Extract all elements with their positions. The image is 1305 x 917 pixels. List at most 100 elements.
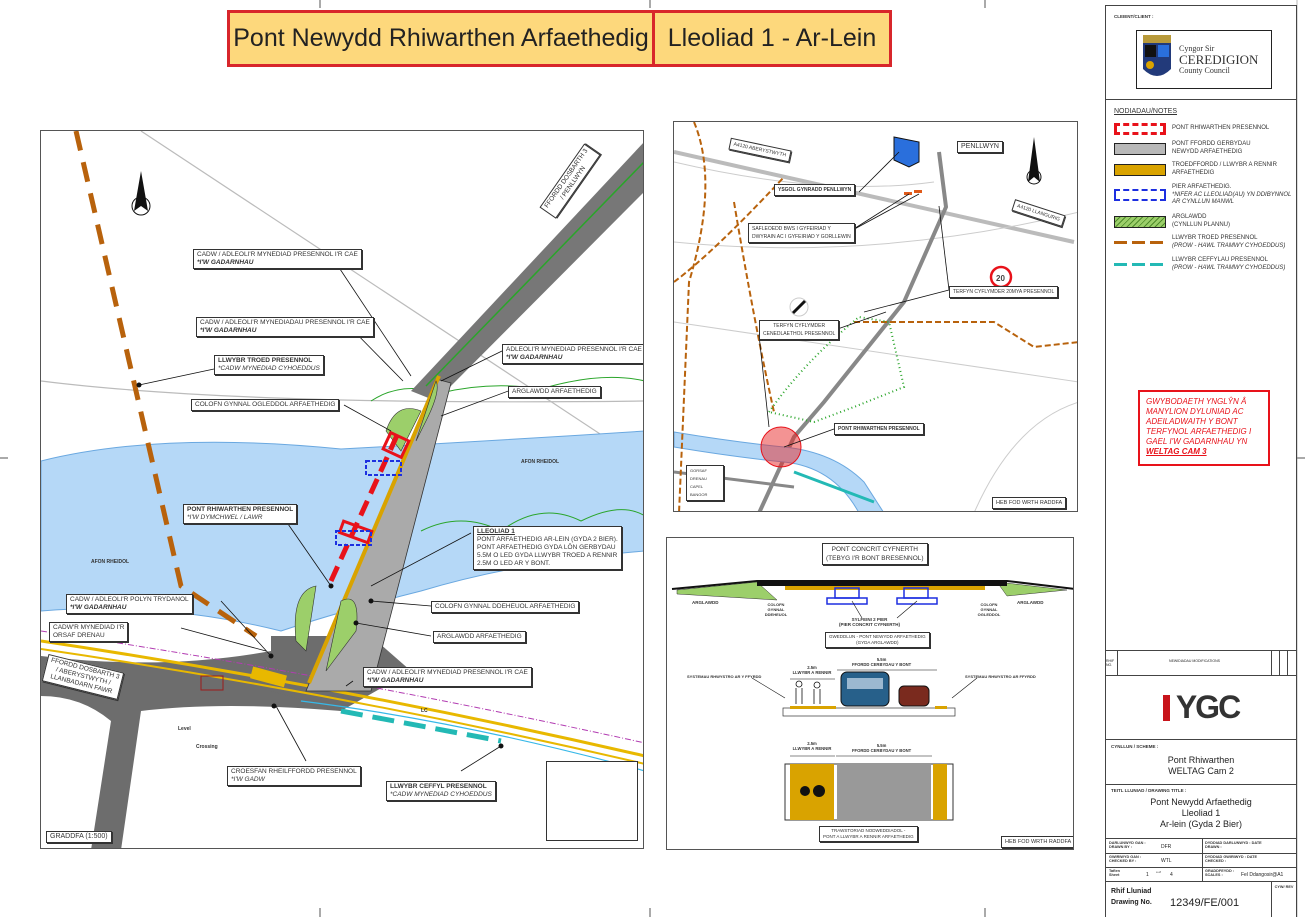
site-plan-drawing: [41, 131, 643, 848]
legend-bridleway: LLWYBR CEFFYLAU PRESENNOL(PROW - HAWL TR…: [1114, 257, 1285, 272]
existing-bridleway: [340, 708, 502, 744]
rev-no-header: RHIF NO.: [1106, 651, 1118, 675]
gold-box-icon: [1114, 163, 1166, 176]
scheme-label: CYNLLUN / SCHEME :: [1111, 744, 1159, 749]
revisions-table: RHIF NO. NEWIDIADAU MODIFICATIONS: [1105, 650, 1297, 676]
not-to-scale-label: HEB FOD WRTH RADDFA: [992, 497, 1067, 509]
title-banner: Pont Newydd Rhiwarthen Arfaethedig: [227, 10, 655, 67]
location-map-drawing: 20: [674, 122, 1077, 511]
drawn-checked-block: DARLUNWYD GAN : DRAWN BY : DFR DYDDIAD D…: [1105, 839, 1297, 882]
green-hatched-box-icon: [1114, 215, 1166, 228]
client-block: CLEIENT/CLIENT : Cyngor Sir CEREDIGION C…: [1105, 5, 1297, 100]
date-checked-label: DYDDIAD GWIRIWYD : DATE CHECKED :: [1205, 855, 1258, 863]
sheet-of: o of: [1156, 870, 1162, 874]
scale-value: Fel Ddangosir@A1: [1241, 872, 1284, 878]
label-access-field-1: CADW / ADLEOLI'R MYNEDIAD PRESENNOL I'R …: [193, 249, 362, 269]
scale-label-tb: GRADDFEYDD : SCALES :: [1205, 869, 1235, 877]
crossing-text: Crossing: [196, 744, 218, 750]
legend-footpath: LLWYBR TROED PRESENNOL(PROW - HAWL TRAMW…: [1114, 235, 1285, 250]
elev-south-column: COLOFN GYNNAL DDEHEUOL: [764, 602, 788, 617]
drawn-by-label: DARLUNWYD GAN : DRAWN BY :: [1109, 841, 1146, 849]
logo-line-1: Cyngor Sir: [1179, 44, 1215, 53]
label-footpath: LLWYBR TROED PRESENNOL*CADW MYNEDIAD CYH…: [214, 355, 324, 375]
school-label: YSGOL GYNRADD PENLLWYN: [774, 184, 856, 196]
elev-embankment-left: ARGLAWDD: [692, 600, 719, 605]
ceredigion-logo: Cyngor Sir CEREDIGION County Council: [1136, 30, 1272, 89]
location-map: 20 PENLLWYN A4120 ABERYSTWYTH A4120 LLAN…: [673, 121, 1078, 512]
label-rail-crossing: CROESFAN RHEILFFORDD PRESENNOL*I'W GADW: [227, 766, 361, 786]
logo-line-2: CEREDIGION: [1179, 52, 1259, 67]
client-label: CLEIENT/CLIENT :: [1114, 14, 1154, 19]
drawing-title-block: TEITL LLUNIAD / DRAWING TITLE : Pont New…: [1105, 785, 1297, 839]
north-arrow-icon: [131, 171, 151, 216]
main-site-plan: CADW / ADLEOLI'R MYNEDIAD PRESENNOL I'R …: [40, 130, 644, 849]
station-label: GORSAF DRENAU CAPEL BANGOR: [686, 465, 724, 501]
cross-section-title: TRAWSTORIAD NODWEDDIADOL -PONT A LLWYBR …: [819, 826, 918, 842]
label-existing-bridge: PONT RHIWARTHEN PRESENNOL*I'W DYMCHWEL /…: [183, 504, 298, 524]
section-drawings: [671, 580, 1073, 821]
piers: [826, 587, 938, 605]
legend-pier: PIER ARFAETHEDIG.*NIFER AC LLEOLIAD(AU) …: [1114, 184, 1292, 207]
car-icon: [898, 685, 930, 707]
pedestrians-icon: [795, 680, 821, 704]
ygc-logo-bar: [1162, 694, 1170, 721]
restraint-left: SYSTEMAU RHWYSTRO AR Y FFYRDD: [687, 674, 762, 679]
north-arrow-icon: [1026, 137, 1042, 185]
piers-label: SYLFEINI 2 PIER(PIER CONCRIT CYFNERTH): [839, 617, 900, 627]
elev-north-column: COLOFN GYNNAL OGLEDDOL: [977, 602, 1001, 617]
drawn-by-value: DFR: [1161, 844, 1172, 850]
label-access-field-2: CADW / ADLEOLI'R MYNEDIADAU PRESENNOL I'…: [196, 317, 374, 337]
river-label-1: AFON RHEIDOL: [521, 459, 560, 465]
label-pole: CADW / ADLEOLI'R POLYN TRYDANOL*I'W GADA…: [66, 594, 193, 614]
bridge-location-circle: [760, 426, 802, 468]
sheet-total: 4: [1170, 872, 1173, 878]
checked-by-value: WTL: [1161, 858, 1172, 864]
legend-existing-bridge: PONT RHIWARTHEN PRESENNOL: [1114, 123, 1269, 135]
elev-embankment-right: ARGLAWDD: [1017, 600, 1044, 605]
road-main: [41, 651, 341, 848]
sections-not-to-scale: HEB FOD WRTH RADDFA: [1001, 836, 1073, 848]
river-label-2: AFON RHEIDOL: [91, 559, 130, 565]
notes-heading: NODIADAU/NOTES: [1114, 108, 1178, 115]
cyclist-pedestrian-symbol: [800, 785, 825, 797]
rev-modifications-header: NEWIDIADAU MODIFICATIONS: [1118, 651, 1272, 675]
red-dashed-box-icon: [1114, 123, 1166, 135]
label-embankment-1: ARGLAWDD ARFAETHEDIG: [508, 386, 601, 398]
bridge-sections: PONT CONCRIT CYFNERTH(TEBYG I'R BONT BRE…: [666, 537, 1074, 850]
scale-label: GRADDFA (1:500): [46, 831, 112, 843]
revision-label: CYW/ REV: [1274, 885, 1294, 889]
elevation-title: GWEDDLUN - PONT NEWYDD ARFAETHEDIG(GYDA …: [825, 632, 930, 648]
blue-dashed-box-icon: [1114, 189, 1166, 202]
existing-bridge-label: PONT RHIWARTHEN PRESENNOL: [834, 423, 924, 435]
level-text: Level: [178, 726, 191, 732]
location-banner: Lleoliad 1 - Ar-Lein: [652, 10, 892, 67]
label-relocate-access: ADLEOLI'R MYNEDIAD PRESENNOL I'R CAE*I'W…: [502, 344, 643, 364]
logo-line-3: County Council: [1179, 66, 1230, 75]
drawing-number: 12349/FE/001: [1170, 897, 1240, 909]
grey-box-icon: [1114, 142, 1166, 155]
ygc-logo-text: YGC: [1175, 689, 1241, 725]
orange-dash-line-icon: [1114, 241, 1166, 244]
road-penllwyn: [411, 143, 643, 401]
label-north-column: COLOFN GYNNAL OGLEDDOL ARFAETHEDIG: [191, 399, 340, 411]
national-limit-sign-icon: [791, 299, 807, 315]
speed-sign-text: 20: [996, 274, 1005, 283]
village-label: PENLLWYN: [957, 141, 1003, 153]
existing-footpath: [73, 131, 258, 639]
pier-2: [335, 530, 372, 546]
notes-panel: [546, 761, 638, 841]
